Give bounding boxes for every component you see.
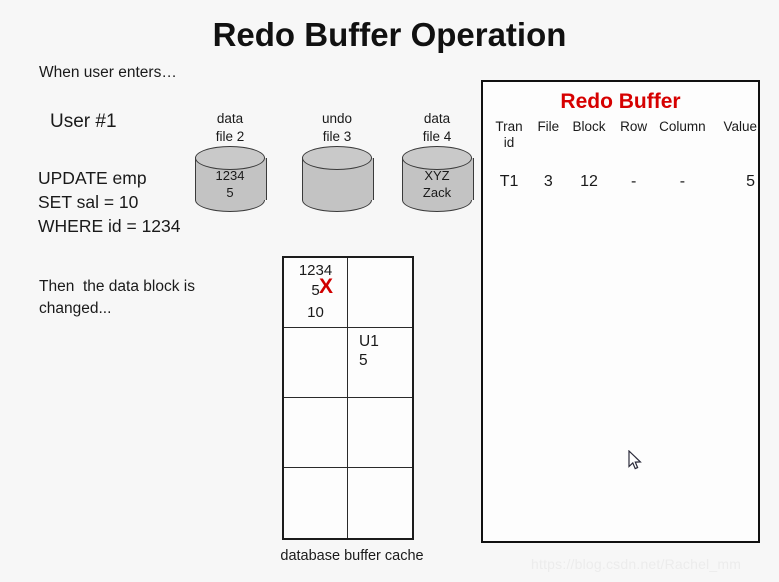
watermark: https://blog.csdn.net/Rachel_mm <box>531 556 742 572</box>
buffer-cell-r4c2 <box>348 468 412 538</box>
cylinder-shape: XYZ Zack <box>402 146 474 214</box>
redo-header-column: Column <box>659 119 706 134</box>
redo-header-row: Row <box>620 119 648 134</box>
redo-header-block: Block <box>572 119 606 134</box>
datafile-caption: data file 4 <box>422 111 452 144</box>
page-title: Redo Buffer Operation <box>212 16 567 53</box>
datafile-cylinder-data-file-4: data file 4 XYZ Zack <box>398 110 476 215</box>
datafile-caption: data file 2 <box>215 111 245 144</box>
redo-cell-column: - <box>679 173 686 190</box>
buffer-cell-new-value: 10 <box>307 304 324 321</box>
datafile-cylinder-data-file-2: data file 2 1234 5 <box>191 110 269 215</box>
table-row: T1 3 12 - - 5 <box>486 151 757 192</box>
redo-header-value: Value <box>723 119 757 134</box>
intro-text: When user enters… <box>39 64 177 81</box>
cylinder-shape <box>302 146 374 214</box>
buffer-cell-r4c1 <box>284 468 348 538</box>
buffer-cell-r2c2: U1 5 <box>348 328 412 398</box>
cylinder-shape: 1234 5 <box>195 146 267 214</box>
redo-buffer-header-row: Tran id File Block Row Column Value <box>486 119 757 151</box>
redo-buffer-title: Redo Buffer <box>560 90 681 113</box>
user-label: User #1 <box>50 111 117 132</box>
database-buffer-cache-grid: 1234 5 X 10 U1 5 <box>282 256 414 540</box>
redo-header-tran-id: Tran id <box>495 119 523 150</box>
buffer-cell-r3c2 <box>348 398 412 468</box>
redo-cell-file: 3 <box>543 173 553 190</box>
redo-cell-tran-id: T1 <box>499 173 519 190</box>
redo-cell-value: 5 <box>746 173 755 190</box>
cylinder-top-ellipse <box>302 146 372 170</box>
buffer-cell-r1c2 <box>348 258 412 328</box>
buffer-cell-r3c1 <box>284 398 348 468</box>
buffer-cache-caption: database buffer cache <box>280 548 424 564</box>
strikeout-x-icon: X <box>319 275 334 298</box>
datafile-content: XYZ Zack <box>422 168 452 200</box>
then-note: Then the data block is changed... <box>39 278 195 317</box>
cylinder-top-ellipse <box>195 146 265 170</box>
cylinder-top-ellipse <box>402 146 472 170</box>
datafile-caption: undo file 3 <box>321 111 353 144</box>
redo-cell-block: 12 <box>580 173 598 190</box>
redo-buffer-table: Tran id File Block Row Column Value T1 3… <box>486 119 757 192</box>
redo-buffer-panel: Redo Buffer Tran id File Block Row Colum… <box>481 80 760 543</box>
redo-header-file: File <box>537 119 560 134</box>
buffer-cell-r1c1: 1234 5 X 10 <box>284 258 348 328</box>
buffer-cell-r2c1 <box>284 328 348 398</box>
buffer-cell-undo-entry: U1 5 <box>359 333 379 369</box>
sql-statement: UPDATE emp SET sal = 10 WHERE id = 1234 <box>38 168 181 236</box>
datafile-content: 1234 5 <box>215 168 245 200</box>
buffer-cell-old-values: 1234 5 <box>298 262 333 299</box>
datafile-cylinder-undo-file-3: undo file 3 <box>298 110 376 215</box>
redo-cell-row: - <box>631 173 637 190</box>
